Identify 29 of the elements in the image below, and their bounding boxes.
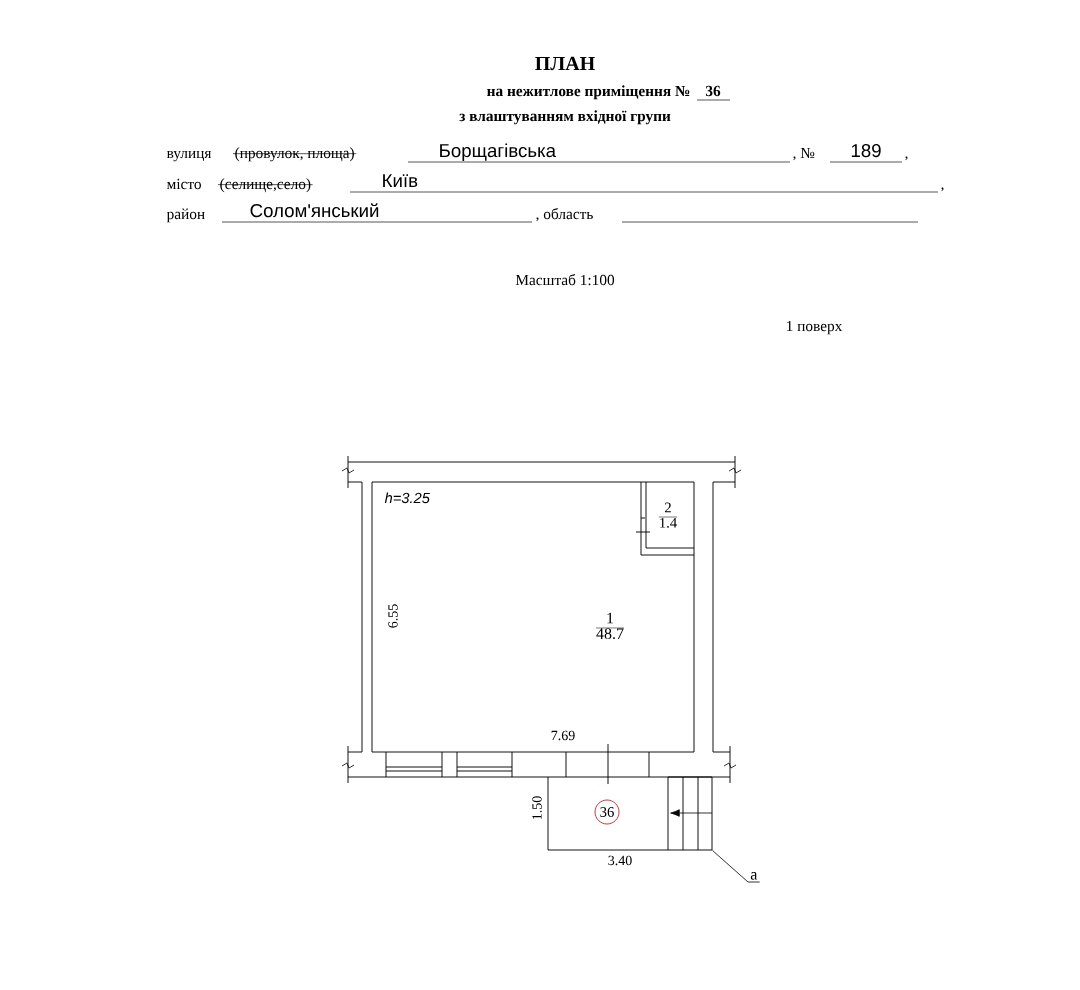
form-label: , № [793,147,815,161]
callout-letter: a [750,872,758,880]
field-value: Борщагівська [407,143,791,163]
leader-line [712,850,761,883]
form-label: , область [536,208,593,222]
floor-label: 1 поверх [787,320,843,335]
field-value: Київ [349,174,939,193]
circled-number: 36 [594,799,620,825]
field-value: 36 [696,85,731,101]
dimension-label: 7.69 [551,730,575,741]
struck-text: (провулок, площа) [232,147,357,162]
field-value: Солом'янський [221,203,533,223]
room-label: 2 1.4 [658,502,678,528]
form-label: , [905,156,908,161]
dimension-label: 1.50 [532,796,542,820]
title: ПЛАН [535,56,595,71]
heading-text: на нежитлове приміщення № [487,85,690,100]
room-label: 1 48.7 [595,612,625,640]
stairs [667,776,713,851]
dimension-label: 3.40 [608,855,632,866]
form-label: , [941,187,944,192]
ceiling-height-label: h=3.25 [384,492,430,504]
form-label: місто [166,178,201,190]
field-value: 189 [829,143,903,163]
form-label: вулиця [166,151,212,162]
heading-text: з влаштуванням вхідної групи [459,110,671,125]
form-label: район [166,208,205,223]
dimension-label: 6.55 [388,604,398,628]
scale-label: Масштаб 1:100 [515,274,615,286]
